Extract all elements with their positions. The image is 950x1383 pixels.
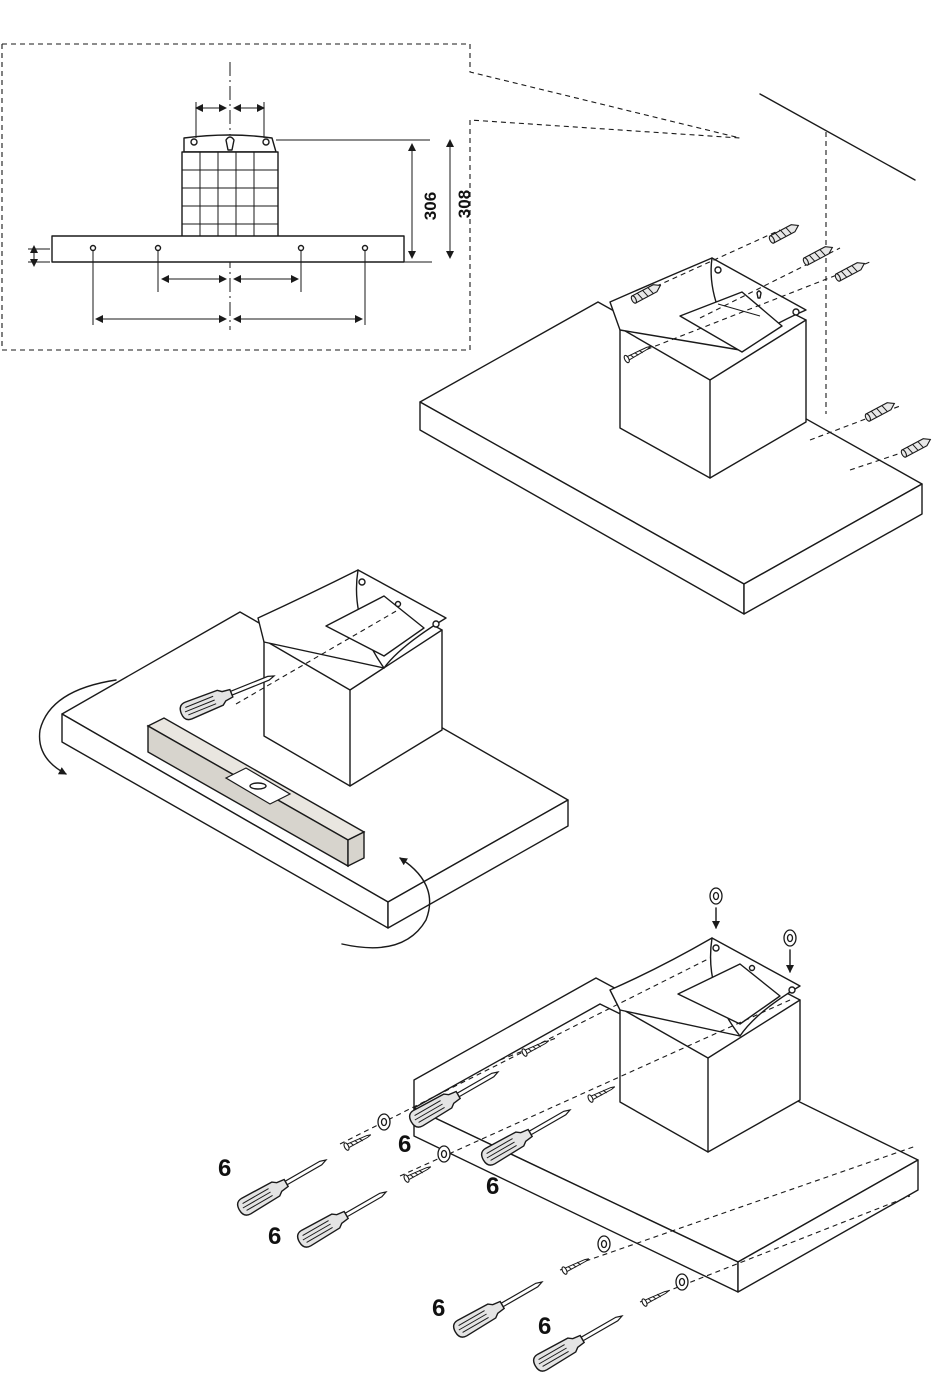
step-number-label: 6 bbox=[486, 1173, 499, 1200]
wall-ceiling-line bbox=[760, 94, 915, 180]
hood-fixing-figure: 6 6 6 6 6 6 bbox=[218, 888, 918, 1374]
screw-icon bbox=[641, 1287, 671, 1307]
wall-plug-icon bbox=[834, 260, 866, 282]
washer-icon bbox=[784, 930, 796, 946]
step-number-label: 6 bbox=[538, 1313, 551, 1340]
screw-icon bbox=[403, 1163, 433, 1183]
hood-wall-mounting-figure bbox=[420, 94, 932, 614]
hood-leveling-figure bbox=[40, 570, 568, 948]
step-number-label: 6 bbox=[398, 1131, 411, 1158]
wall-plug-icon bbox=[864, 400, 896, 422]
washer-icon bbox=[598, 1236, 610, 1252]
screwdriver-icon bbox=[235, 1152, 331, 1218]
screw-icon bbox=[561, 1255, 591, 1275]
washer-icon bbox=[710, 888, 722, 904]
screw-icon bbox=[343, 1131, 373, 1151]
chimney-bracket bbox=[182, 135, 278, 242]
washer-icon bbox=[378, 1114, 390, 1130]
step-number-label: 6 bbox=[218, 1155, 231, 1182]
screwdriver-icon bbox=[295, 1184, 391, 1250]
detail-frame-top bbox=[2, 44, 740, 138]
hood-plate bbox=[52, 236, 404, 262]
washer-icon bbox=[676, 1274, 688, 1290]
dimension-306-label: 306 bbox=[421, 192, 440, 220]
dimension-308-label: 308 bbox=[455, 190, 474, 218]
screwdriver-icon bbox=[451, 1274, 547, 1340]
wall-plug-icon bbox=[900, 436, 932, 458]
step-number-label: 6 bbox=[432, 1295, 445, 1322]
step-number-label: 6 bbox=[268, 1223, 281, 1250]
washer-icon bbox=[438, 1146, 450, 1162]
wall-plug-icon bbox=[802, 244, 834, 266]
